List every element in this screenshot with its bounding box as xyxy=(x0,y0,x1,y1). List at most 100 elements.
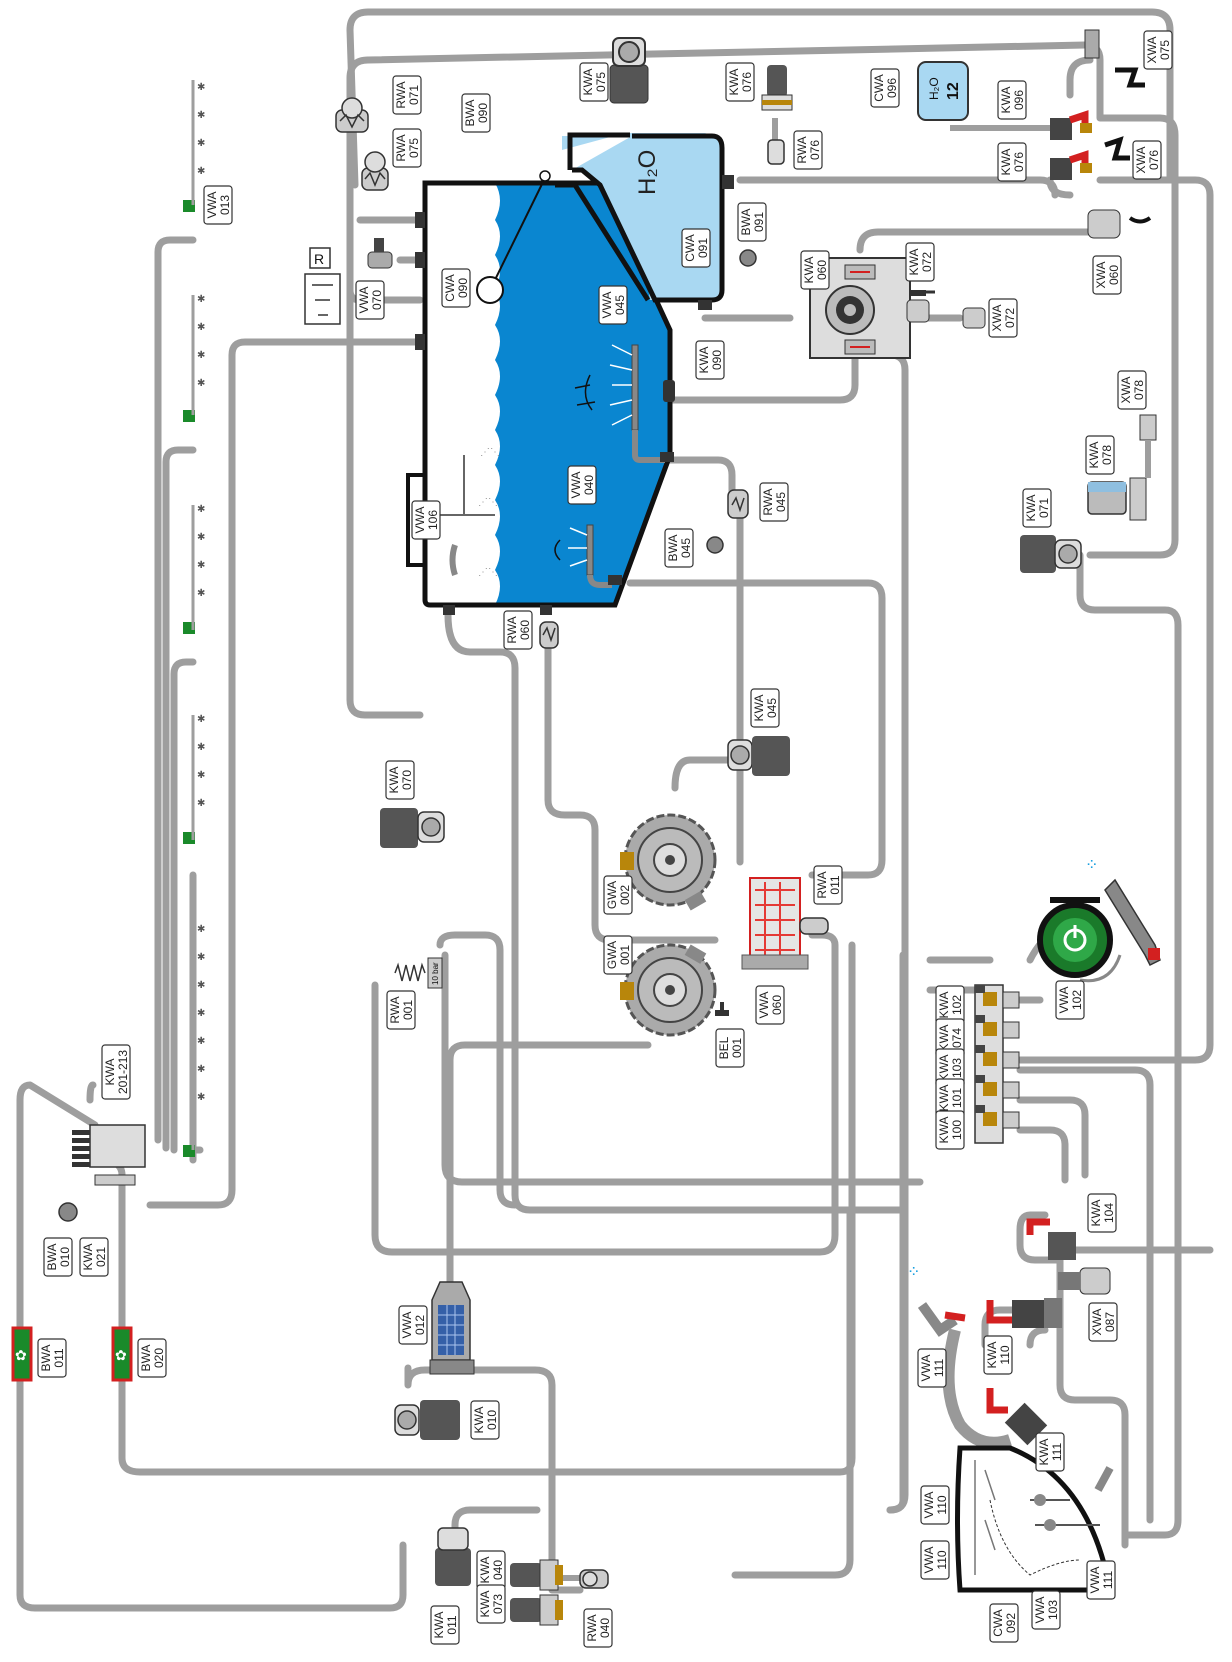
valve-pair-kwa040-073[interactable] xyxy=(510,1559,580,1626)
label-number: 060 xyxy=(815,260,829,280)
svg-text:✱: ✱ xyxy=(197,1036,205,1047)
valve-kwa010[interactable] xyxy=(394,1400,460,1440)
label-number: 045 xyxy=(774,492,788,512)
check-valve-rwa075 xyxy=(361,151,389,191)
svg-text:✱: ✱ xyxy=(197,378,205,389)
coupling-xwa060 xyxy=(1087,209,1152,239)
level-sensor-bel001 xyxy=(715,1002,729,1016)
label-number: 045 xyxy=(613,295,627,315)
fan-bwa011: ✿ xyxy=(11,1326,33,1382)
label-code: GWA xyxy=(605,941,619,969)
valve-kwa075[interactable] xyxy=(609,37,649,104)
valve-kwa076[interactable] xyxy=(761,65,793,165)
svg-text:✱: ✱ xyxy=(197,770,205,781)
tank-inner-spray-vwa106: ⋰⋱ ⋰⋱ ⋰⋱ xyxy=(440,447,500,578)
label-number: 101 xyxy=(950,1088,964,1108)
label-number: 045 xyxy=(765,698,779,718)
svg-text:✱: ✱ xyxy=(197,980,205,991)
label-number: 072 xyxy=(920,252,934,272)
label-code: VWA xyxy=(757,992,771,1019)
multiway-valve-kwa060[interactable] xyxy=(809,257,935,359)
label-code: KWA xyxy=(103,1059,117,1086)
filter-kwa078 xyxy=(1087,414,1157,521)
relief-valve-rwa001: 10 bar xyxy=(394,957,443,989)
valve-kwa076-right[interactable] xyxy=(1050,150,1092,180)
coupling-xwa087 xyxy=(1058,1267,1111,1295)
label-code: RWA xyxy=(394,134,408,161)
label-code: KWA xyxy=(752,695,766,722)
valve-kwa045[interactable] xyxy=(727,736,790,776)
label-code: XWA xyxy=(1090,1309,1104,1336)
heater-vwa060 xyxy=(741,877,809,970)
label-number: 072 xyxy=(1003,308,1017,328)
label-number: 076 xyxy=(1012,152,1026,172)
label-number: 002 xyxy=(618,885,632,905)
svg-text:✱: ✱ xyxy=(197,504,205,515)
fitting-xwa072 xyxy=(962,307,986,329)
svg-text:⁘: ⁘ xyxy=(907,1262,920,1281)
filter-vwa012 xyxy=(429,1281,475,1375)
label-code: XWA xyxy=(1119,377,1133,404)
spray-head-upper xyxy=(574,344,665,463)
label-number: 091 xyxy=(752,212,766,232)
valve-kwa071[interactable] xyxy=(1020,535,1082,573)
label-number: 071 xyxy=(1037,498,1051,518)
svg-text:✱: ✱ xyxy=(197,1092,205,1103)
cartridge-value: 12 xyxy=(945,82,962,100)
valve-kwa011[interactable] xyxy=(435,1527,471,1586)
svg-text:✱: ✱ xyxy=(197,166,205,177)
label-number: 020 xyxy=(152,1348,166,1368)
svg-text:✱: ✱ xyxy=(197,714,205,725)
pipe-network xyxy=(16,8,1214,1612)
valve-kwa110[interactable] xyxy=(986,1298,1062,1328)
svg-text:✱: ✱ xyxy=(197,560,205,571)
valve-vwa070[interactable] xyxy=(367,238,393,269)
valve-kwa096[interactable] xyxy=(1050,110,1092,140)
label-number: 096 xyxy=(885,78,899,98)
label-number: 076 xyxy=(808,140,822,160)
fan-bwa020: ✿ xyxy=(111,1326,133,1382)
label-number: 001 xyxy=(401,1000,415,1020)
label-number: 012 xyxy=(413,1315,427,1335)
faucet-xwa076 xyxy=(1104,136,1130,161)
label-number: 092 xyxy=(1004,1613,1018,1633)
valve-kwa104[interactable] xyxy=(1026,1218,1076,1260)
valve-kwa070[interactable] xyxy=(380,808,445,848)
label-number: 201-213 xyxy=(116,1050,130,1094)
label-number: 011 xyxy=(445,1615,459,1634)
svg-text:⁘: ⁘ xyxy=(1085,855,1098,874)
label-code: KWA xyxy=(727,69,741,96)
label-code: KWA xyxy=(937,992,951,1019)
cartridge-cwa096: H₂O 12 xyxy=(917,61,1050,131)
label-code: KWA xyxy=(802,257,816,284)
svg-text:✱: ✱ xyxy=(197,138,205,149)
label-code: RWA xyxy=(815,871,829,898)
